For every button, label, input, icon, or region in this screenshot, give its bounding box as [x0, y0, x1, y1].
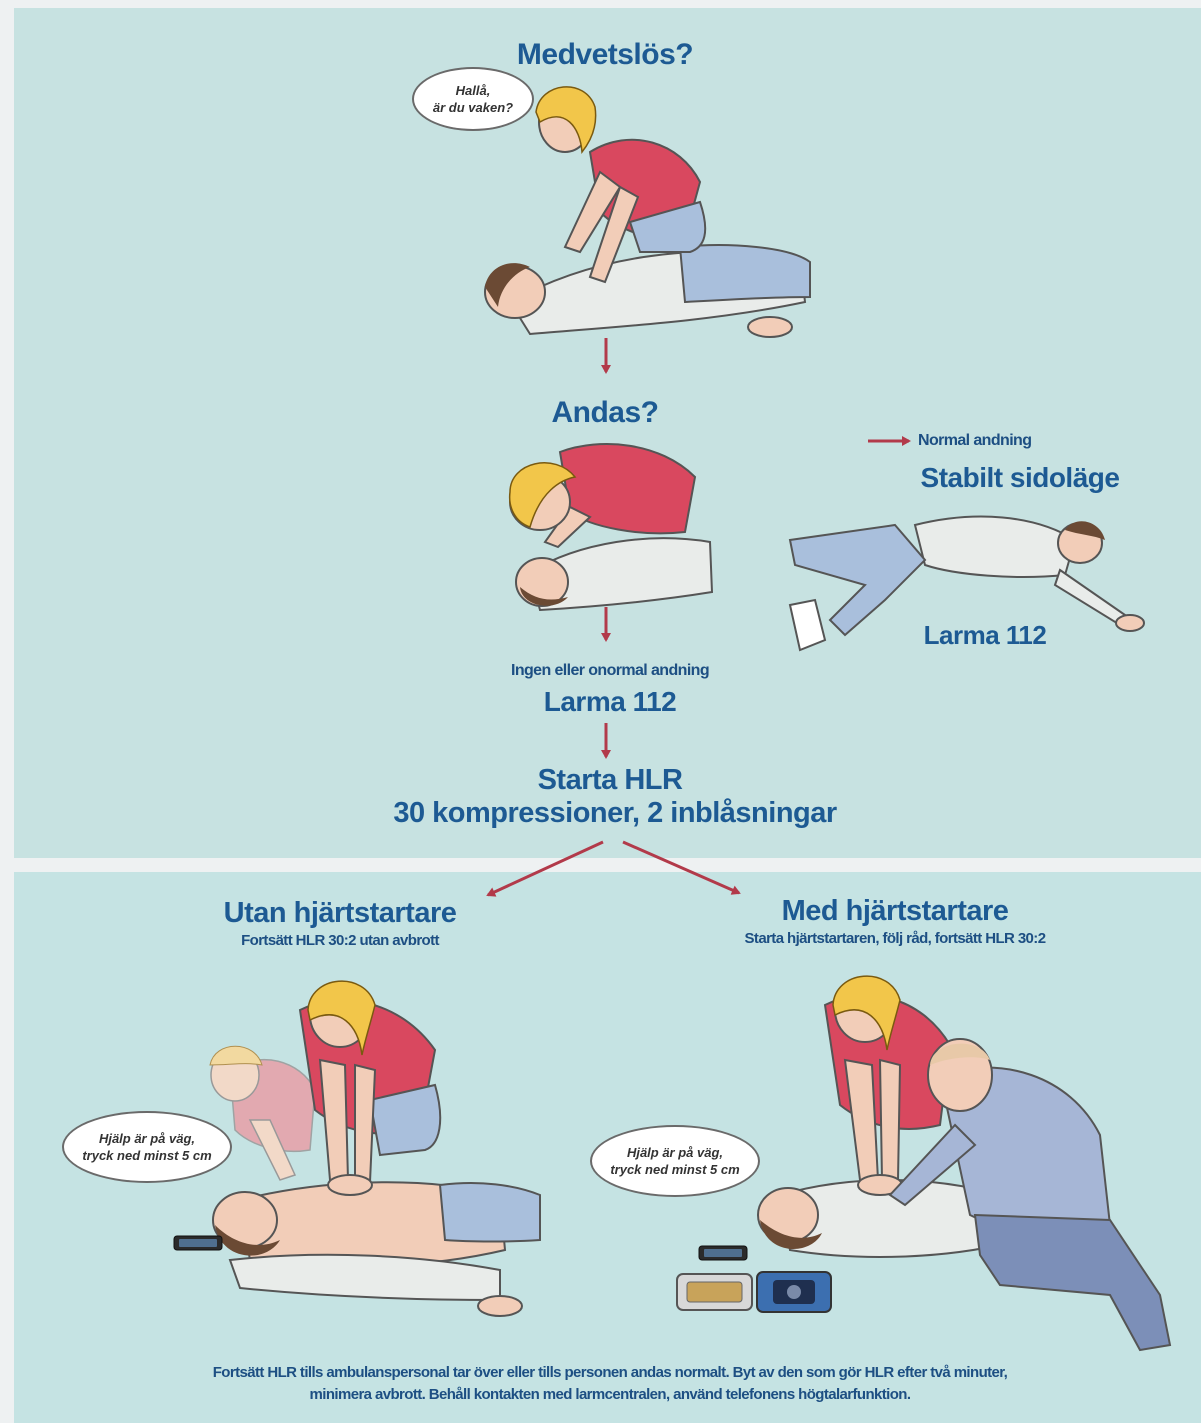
phone-icon [173, 1235, 223, 1251]
without-aed-subtitle: Fortsätt HLR 30:2 utan avbrott [195, 932, 485, 949]
footer-line-2: minimera avbrott. Behåll kontakten med l… [60, 1384, 1160, 1406]
defibrillator-icon [675, 1268, 835, 1318]
arrow-to-without-aed [488, 842, 603, 895]
footer-line-1: Fortsätt HLR tills ambulanspersonal tar … [60, 1362, 1160, 1384]
no-breathing-label: Ingen eller onormal andning [455, 662, 765, 680]
with-aed-title: Med hjärtstartare [720, 895, 1070, 928]
illustration-check-response [470, 72, 820, 347]
bubble-line-2: tryck ned minst 5 cm [610, 1161, 739, 1178]
without-aed-title: Utan hjärtstartare [195, 897, 485, 930]
cpr-subtitle: 30 kompressioner, 2 inblåsningar [360, 797, 870, 830]
recovery-position-title: Stabilt sidoläge [880, 462, 1160, 494]
arrow-to-with-aed [623, 842, 739, 893]
normal-breathing-alarm: Larma 112 [900, 620, 1070, 651]
with-aed-speech-bubble: Hjälp är på väg,tryck ned minst 5 cm [590, 1125, 760, 1197]
illustration-check-breathing [500, 432, 715, 612]
bubble-line-1: Hjälp är på väg, [610, 1144, 739, 1161]
normal-breathing-label: Normal andning [918, 432, 1031, 450]
illustration-cpr-without-aed [170, 970, 550, 1320]
breathing-title: Andas? [480, 396, 730, 430]
no-breathing-alarm: Larma 112 [505, 686, 715, 718]
cpr-title: Starta HLR [455, 764, 765, 797]
phone-icon [698, 1245, 748, 1261]
footer-instructions: Fortsätt HLR tills ambulanspersonal tar … [60, 1362, 1160, 1406]
with-aed-subtitle: Starta hjärtstartaren, följ råd, fortsät… [690, 930, 1100, 947]
unconscious-title: Medvetslös? [455, 38, 755, 72]
